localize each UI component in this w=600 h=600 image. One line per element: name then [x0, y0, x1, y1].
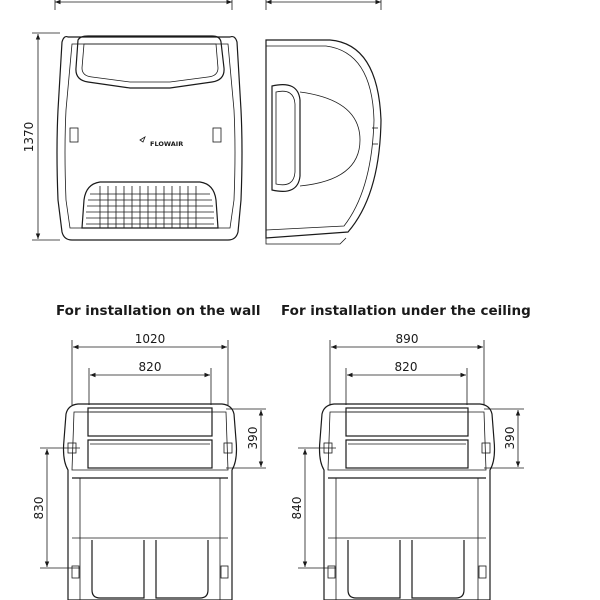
wall-height-upper-label: 390: [246, 427, 260, 450]
wall-installation-title: For installation on the wall: [56, 303, 261, 319]
ceiling-installation-title: For installation under the ceiling: [281, 303, 531, 319]
flowair-logo: FLOWAIR: [150, 140, 183, 148]
side-view: 730: [265, 0, 382, 245]
wall-installation-view: 1020 820 390 830: [32, 332, 266, 600]
ceiling-height-lower-label: 840: [290, 497, 304, 520]
ceiling-installation-view: 890 820 390 840: [290, 332, 524, 600]
wall-height-lower-label: 830: [32, 497, 46, 520]
wall-width-inner-label: 820: [139, 360, 162, 374]
ceiling-height-upper-label: 390: [503, 427, 517, 450]
front-view: 1480 1370 FLOWAIR: [22, 0, 243, 241]
front-height-label: 1370: [22, 122, 36, 153]
wall-width-outer-label: 1020: [135, 332, 166, 346]
ceiling-width-outer-label: 890: [396, 332, 419, 346]
ceiling-width-inner-label: 820: [395, 360, 418, 374]
